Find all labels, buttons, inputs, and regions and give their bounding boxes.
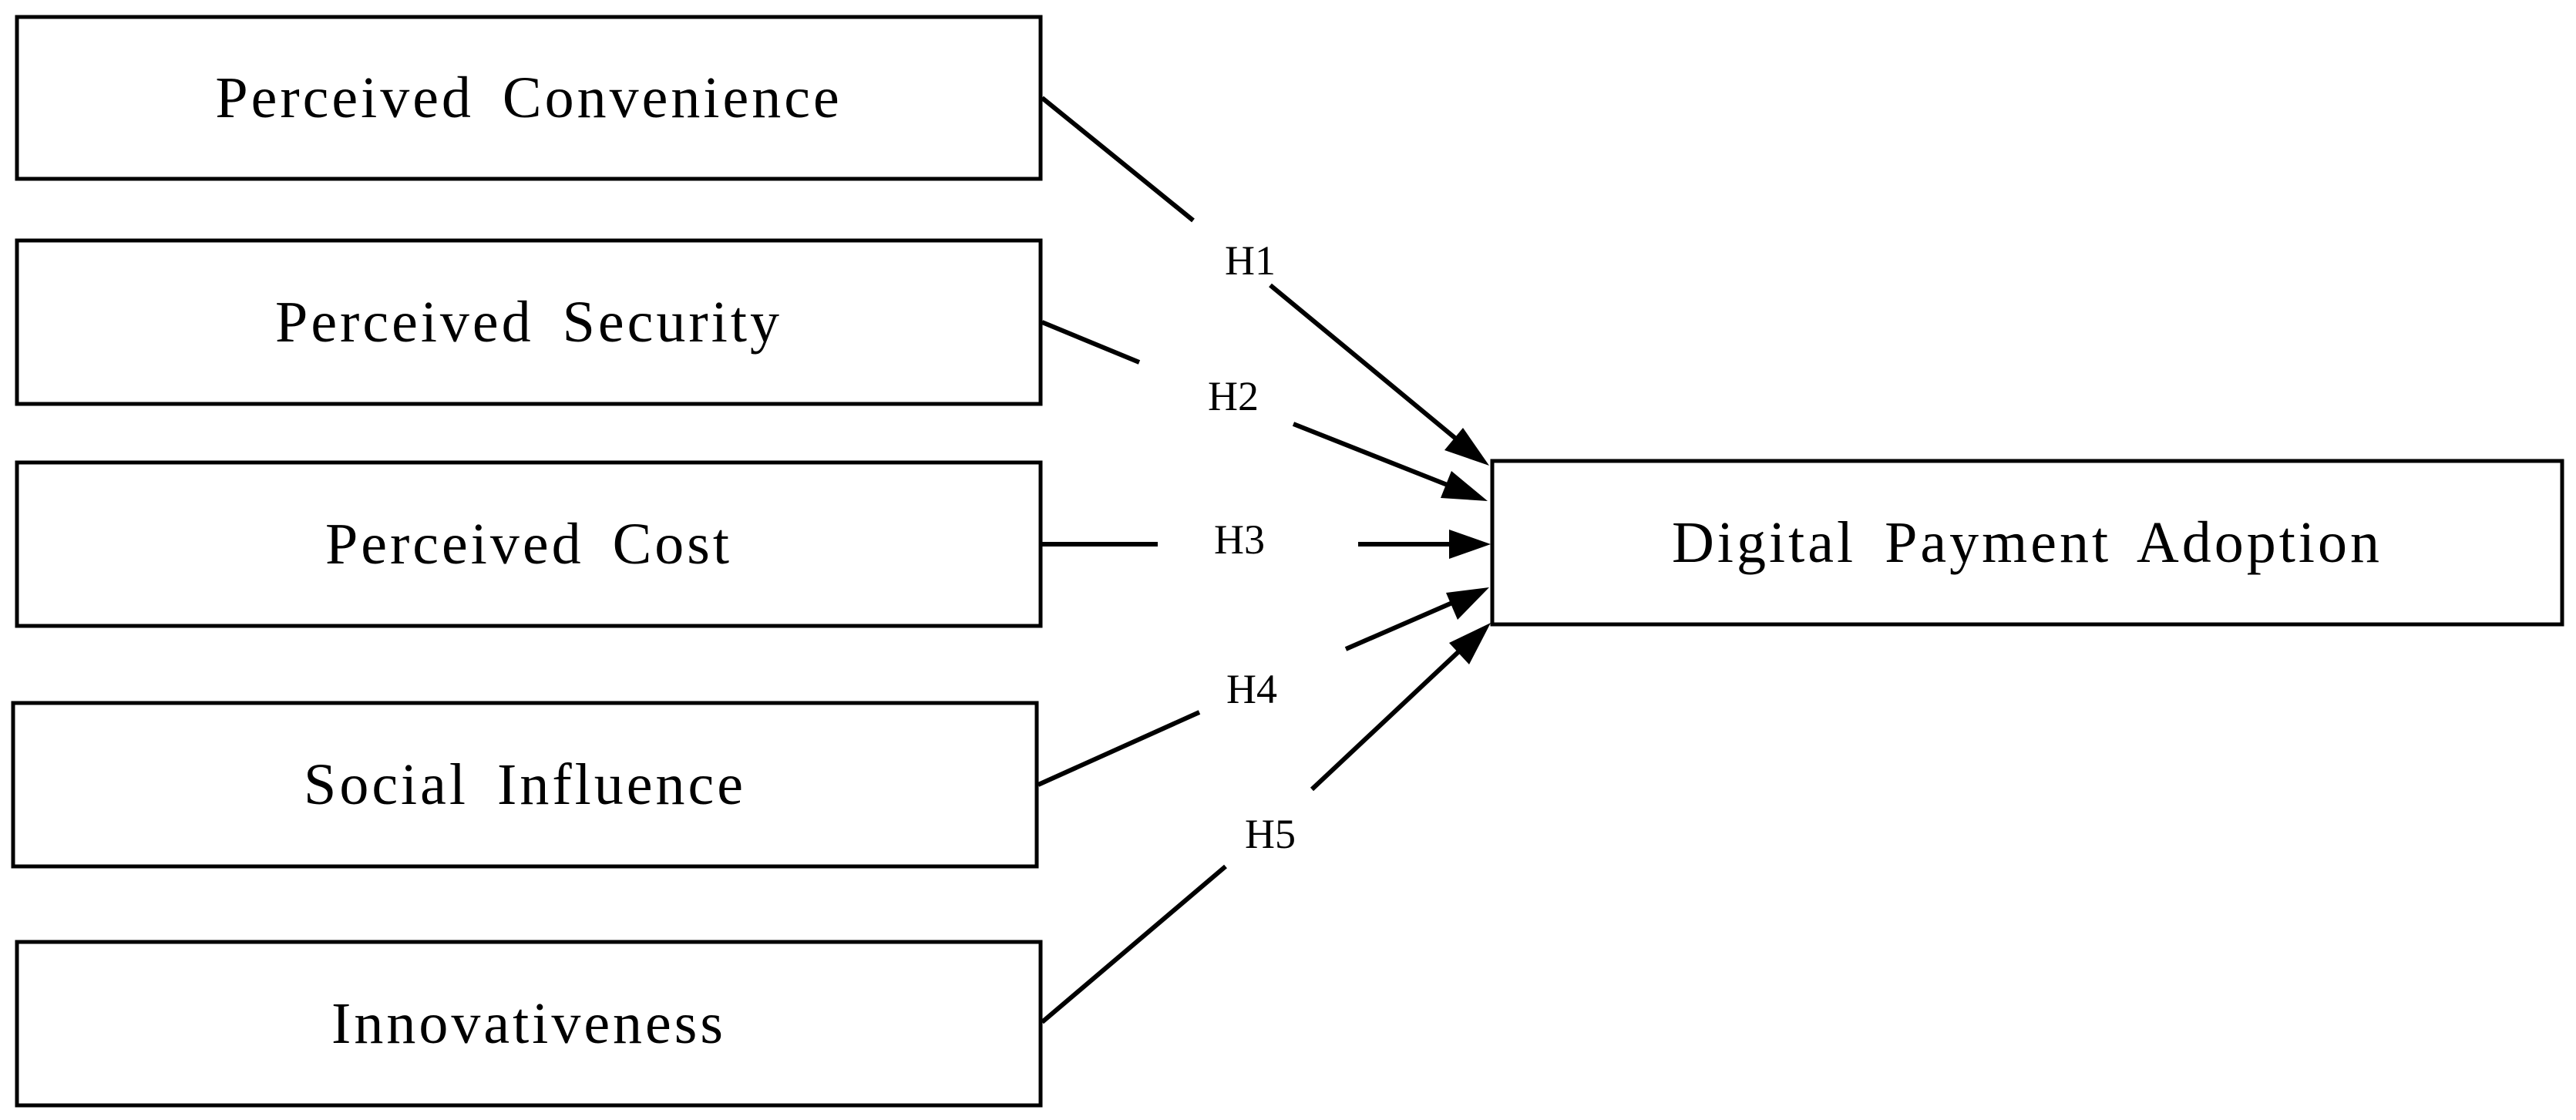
path-h1-segment-end bbox=[1269, 283, 1458, 442]
construct-label: Innovativeness bbox=[331, 991, 726, 1056]
path-h3: H3 bbox=[1042, 516, 1491, 563]
hypothesis-label-h1: H1 bbox=[1225, 237, 1276, 284]
hypothesis-label-h4: H4 bbox=[1226, 666, 1277, 712]
construct-perceived-cost: Perceived Cost bbox=[15, 460, 1043, 628]
arrow-head-icon bbox=[1444, 428, 1489, 466]
path-h1: H1 bbox=[1041, 96, 1489, 466]
outcome-digital-payment-adoption: Digital Payment Adoption bbox=[1490, 459, 2564, 627]
hypothesis-label-h3: H3 bbox=[1214, 516, 1265, 563]
arrow-head-icon bbox=[1446, 587, 1489, 620]
construct-label: Perceived Convenience bbox=[215, 66, 842, 130]
path-h2-segment-end bbox=[1292, 422, 1451, 488]
path-h4-segment-start bbox=[1037, 710, 1201, 787]
construct-box bbox=[15, 15, 1043, 181]
construct-label: Perceived Cost bbox=[325, 512, 732, 577]
construct-perceived-convenience: Perceived Convenience bbox=[15, 15, 1043, 181]
construct-label: Perceived Security bbox=[275, 290, 782, 355]
construct-box bbox=[15, 940, 1043, 1108]
construct-social-influence: Social Influence bbox=[11, 701, 1039, 869]
path-h5-segment-start bbox=[1041, 864, 1227, 1024]
arrow-head-icon bbox=[1449, 623, 1491, 664]
path-h4: H4 bbox=[1037, 587, 1489, 787]
path-h1-segment-start bbox=[1041, 96, 1195, 223]
hypothesis-label-h5: H5 bbox=[1245, 811, 1296, 857]
construct-perceived-security: Perceived Security bbox=[15, 238, 1043, 406]
path-h5-segment-end bbox=[1310, 647, 1464, 792]
construct-innovativeness: Innovativeness bbox=[15, 940, 1043, 1108]
outcome-box bbox=[1490, 459, 2564, 627]
construct-box bbox=[11, 701, 1039, 869]
path-h2-segment-start bbox=[1041, 320, 1141, 365]
construct-box bbox=[15, 460, 1043, 628]
path-h5: H5 bbox=[1041, 623, 1491, 1024]
outcome-label: Digital Payment Adoption bbox=[1672, 510, 2383, 575]
hypothesis-label-h2: H2 bbox=[1208, 373, 1259, 419]
arrow-head-icon bbox=[1441, 471, 1488, 501]
arrow-head-icon bbox=[1449, 530, 1491, 559]
path-h2: H2 bbox=[1041, 320, 1488, 501]
path-h4-segment-end bbox=[1344, 600, 1454, 651]
construct-label: Social Influence bbox=[304, 752, 746, 817]
construct-box bbox=[15, 238, 1043, 406]
